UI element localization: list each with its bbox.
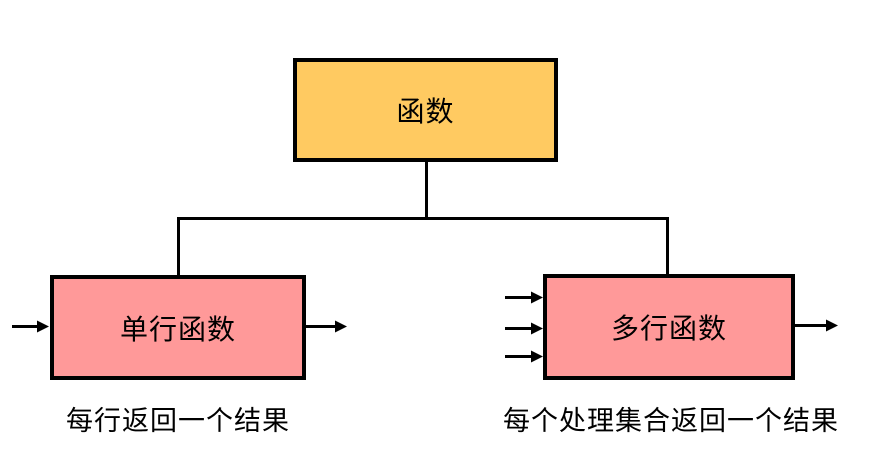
multi-row-caption: 每个处理集合返回一个结果 (503, 406, 839, 437)
multi-row-input-arrow-1-icon (505, 291, 543, 304)
multi-row-input-arrow-2-icon (505, 322, 543, 335)
single-row-node-box: 单行函数 (50, 275, 306, 380)
single-row-input-arrow-icon (12, 320, 49, 333)
single-row-output-arrow-icon (306, 320, 347, 333)
multi-row-node-label: 多行函数 (610, 312, 727, 345)
single-row-caption: 每行返回一个结果 (66, 406, 290, 437)
root-node-label: 函数 (396, 95, 455, 128)
connector-horizontal-rail (177, 217, 669, 220)
connector-right-drop (666, 217, 669, 276)
multi-row-output-arrow-icon (795, 319, 838, 332)
multi-row-node-box: 多行函数 (543, 274, 795, 380)
single-row-node-label: 单行函数 (119, 312, 236, 346)
multi-row-input-arrow-3-icon (505, 350, 543, 363)
connector-root-stem (425, 162, 428, 219)
root-node-box: 函数 (293, 58, 558, 162)
connector-left-drop (177, 217, 180, 277)
